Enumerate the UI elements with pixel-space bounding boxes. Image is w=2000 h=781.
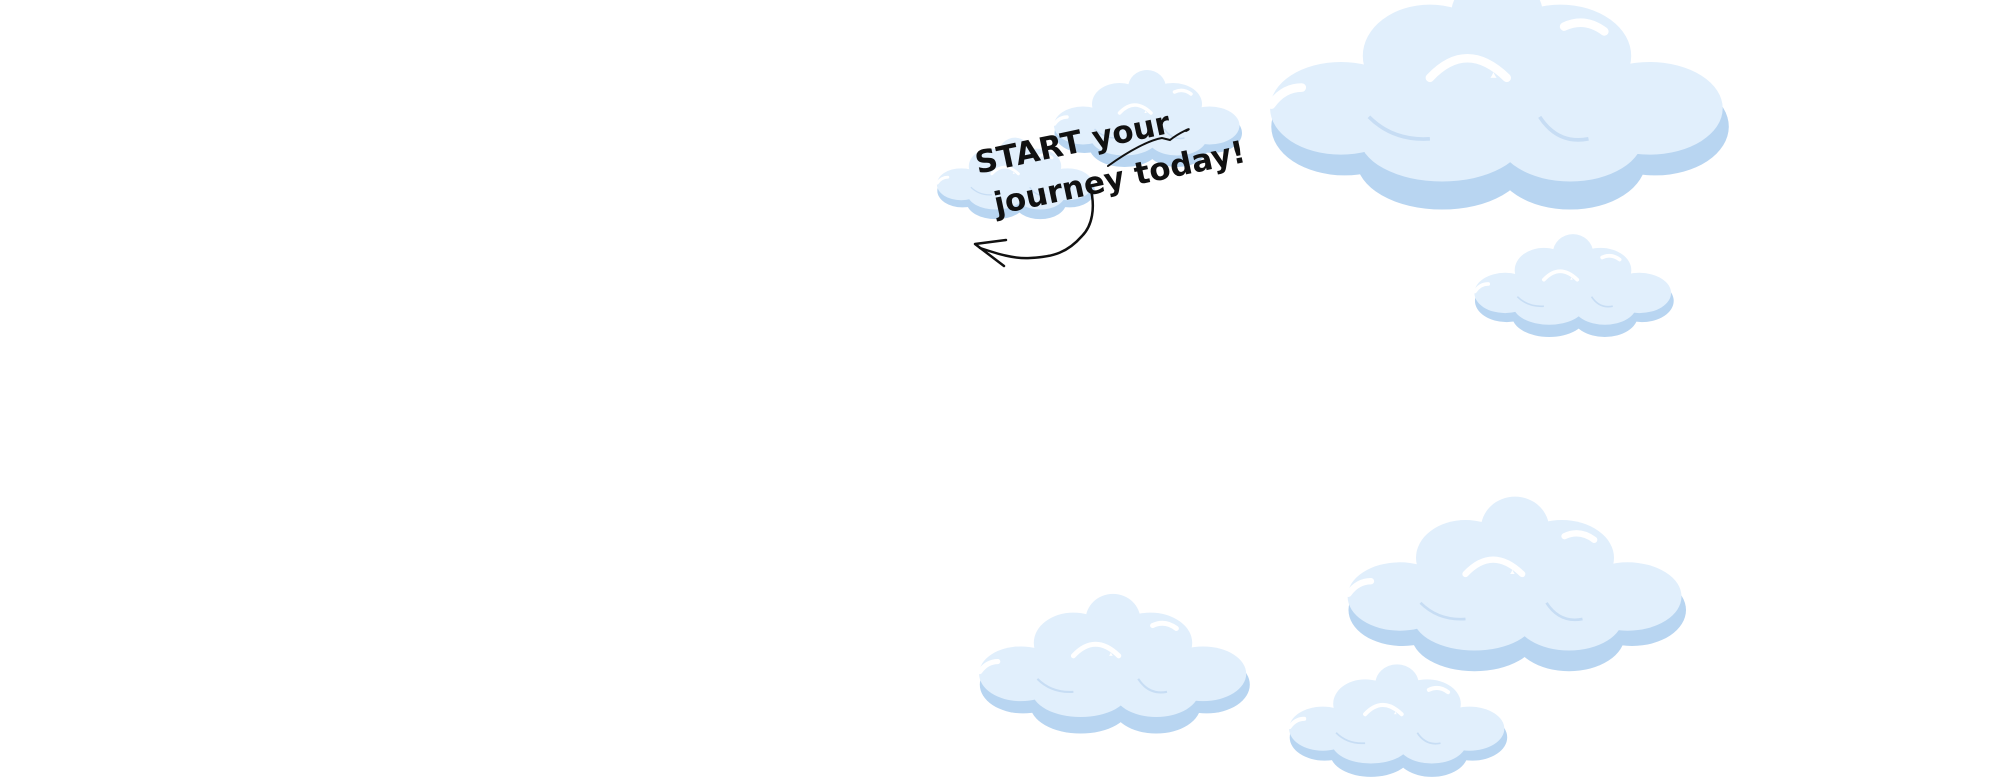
- cloud-icon: [1348, 497, 1686, 672]
- curved-arrow-icon: [973, 184, 1094, 268]
- cloud-icon: [1472, 232, 1676, 339]
- underline-squiggle-icon: [1107, 128, 1190, 167]
- cloud-icon: [1270, 0, 1729, 210]
- cloud-icon: [1289, 664, 1507, 777]
- cloud-icon: [979, 594, 1250, 734]
